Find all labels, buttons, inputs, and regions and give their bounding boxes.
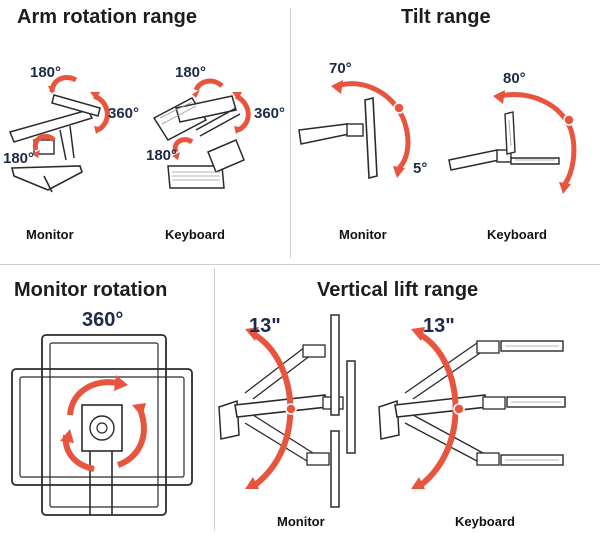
divider-horizontal — [0, 264, 600, 265]
arm-monitor-caption: Monitor — [26, 227, 74, 242]
arm-rotation-monitor-illustration — [8, 75, 110, 193]
arm-monitor-angle-top: 180° — [30, 64, 62, 81]
arm-keyboard-angle-bottom: 180° — [146, 147, 178, 164]
tilt-monitor-angle-bottom: 5° — [413, 160, 428, 177]
monitor-rotation-title: Monitor rotation — [14, 279, 168, 301]
divider-vertical-bottom — [214, 268, 215, 530]
divider-vertical-top — [290, 8, 291, 258]
vertical-lift-panel: Vertical lift range 13" Monitor — [215, 265, 600, 534]
arm-keyboard-caption: Keyboard — [165, 227, 225, 242]
tilt-monitor-caption: Monitor — [339, 227, 387, 242]
arm-rotation-title: Arm rotation range — [17, 6, 198, 28]
tilt-panel: Tilt range 70° 5° Monitor 80° Keyboard — [291, 0, 600, 264]
arm-monitor-angle-right: 360° — [108, 105, 140, 122]
monitor-rotation-panel: Monitor rotation 360° — [0, 265, 214, 534]
tilt-keyboard-angle-top: 80° — [503, 70, 526, 87]
lift-keyboard-angle: 13" — [423, 315, 455, 337]
tilt-monitor-illustration — [298, 80, 411, 180]
tilt-monitor-angle-top: 70° — [329, 60, 352, 77]
arm-rotation-panel: Arm rotation range 180° 360° 180° Monito… — [0, 0, 290, 264]
arm-keyboard-angle-right: 360° — [254, 105, 286, 122]
arm-monitor-angle-bottom: 180° — [3, 150, 35, 167]
lift-monitor-caption: Monitor — [277, 514, 325, 529]
tilt-title: Tilt range — [401, 6, 491, 28]
arm-rotation-keyboard-illustration — [152, 78, 251, 189]
monitor-rotation-illustration — [11, 334, 193, 516]
tilt-keyboard-caption: Keyboard — [487, 227, 547, 242]
vertical-lift-monitor-illustration — [218, 314, 356, 508]
arm-keyboard-angle-top: 180° — [175, 64, 207, 81]
tilt-keyboard-illustration — [448, 90, 577, 194]
vertical-lift-keyboard-illustration — [378, 327, 566, 489]
lift-keyboard-caption: Keyboard — [455, 514, 515, 529]
lift-monitor-angle: 13" — [249, 315, 281, 337]
vertical-lift-title: Vertical lift range — [317, 279, 479, 301]
monitor-rotation-angle: 360° — [82, 309, 124, 331]
